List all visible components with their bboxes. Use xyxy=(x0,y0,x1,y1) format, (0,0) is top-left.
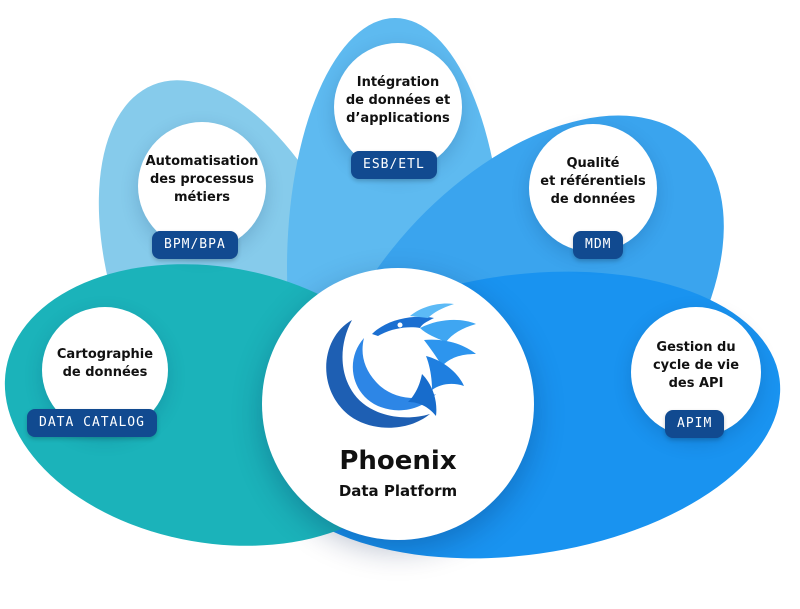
node-mdm: Qualité et référentiels de données xyxy=(529,124,657,252)
badge-mdm: MDM xyxy=(573,231,624,259)
phoenix-bird-icon xyxy=(326,303,476,428)
center-hub: Phoenix Data Platform xyxy=(262,268,534,540)
node-label: Intégration de données et d’applications xyxy=(345,75,451,126)
badge-apim: APIM xyxy=(665,410,725,438)
node-label: Gestion du cycle de vie des API xyxy=(652,340,740,391)
center-subtitle: Data Platform xyxy=(338,482,458,500)
node-bpm: Automatisation des processus métiers xyxy=(138,122,266,250)
node-esb: Intégration de données et d’applications xyxy=(334,43,462,171)
node-label: Qualité et référentiels de données xyxy=(540,156,646,207)
badge-bpm: BPM/BPA xyxy=(152,231,238,259)
node-label: Automatisation des processus métiers xyxy=(145,154,259,205)
badge-esb: ESB/ETL xyxy=(351,151,437,179)
node-label: Cartographie de données xyxy=(56,347,154,380)
center-title: Phoenix xyxy=(339,446,457,476)
badge-data-catalog: DATA CATALOG xyxy=(27,409,157,437)
